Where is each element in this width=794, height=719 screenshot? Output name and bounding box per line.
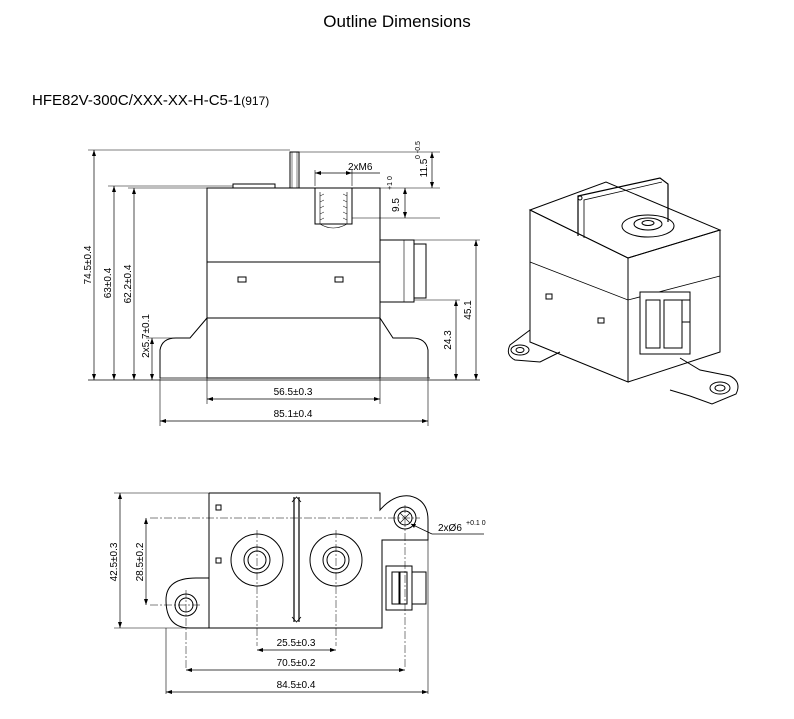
isometric-view xyxy=(507,177,739,405)
dim-thread-depth: 9.5 xyxy=(391,198,402,212)
dim-hole-diameter: 2xØ6 xyxy=(438,523,462,534)
dim-top-overall-width: 84.5±0.4 xyxy=(277,680,316,691)
page-title: Outline Dimensions xyxy=(323,12,471,31)
model-number-suffix: (917) xyxy=(241,94,270,108)
dim-terminal-height-tol: 0 -0.5 xyxy=(415,141,422,159)
thread-insert xyxy=(314,187,353,225)
front-body xyxy=(206,187,381,379)
dim-terminal-pitch: 25.5±0.3 xyxy=(277,638,316,649)
dim-hole-diameter-tol: +0.1 0 xyxy=(466,520,486,527)
front-view: 74.5±0.4 63±0.4 62.2±0.4 2x5.7±0.1 2xM6 … xyxy=(83,141,480,426)
dim-overall-width: 85.1±0.4 xyxy=(274,409,313,420)
dim-thread-depth-tol: +1 0 xyxy=(387,176,394,190)
top-view: 42.5±0.3 28.5±0.2 2xØ6 +0.1 0 25.5±0.3 7… xyxy=(109,492,486,694)
dim-hole-pitch: 70.5±0.2 xyxy=(277,658,316,669)
dim-flange-height: 2x5.7±0.1 xyxy=(141,314,152,358)
top-outline xyxy=(165,492,429,629)
dim-thread: 2xM6 xyxy=(348,162,373,173)
dim-connector-height: 45.1 xyxy=(463,300,474,320)
dim-body-height: 63±0.4 xyxy=(103,267,114,298)
model-number: HFE82V-300C/XXX-XX-H-C5-1(917) xyxy=(32,92,269,109)
dim-overall-height: 74.5±0.4 xyxy=(83,245,94,284)
dim-body-width: 56.5±0.3 xyxy=(274,387,313,398)
dim-depth-overall: 42.5±0.3 xyxy=(109,542,120,581)
side-connector xyxy=(379,239,415,303)
terminal-pin xyxy=(289,151,300,189)
dim-connector-bottom: 24.3 xyxy=(443,330,454,350)
dim-depth-holes: 28.5±0.2 xyxy=(135,542,146,581)
dim-top-height: 62.2±0.4 xyxy=(123,264,134,303)
model-number-main: HFE82V-300C/XXX-XX-H-C5-1 xyxy=(32,92,242,109)
dim-terminal-height: 11.5 xyxy=(419,158,430,177)
